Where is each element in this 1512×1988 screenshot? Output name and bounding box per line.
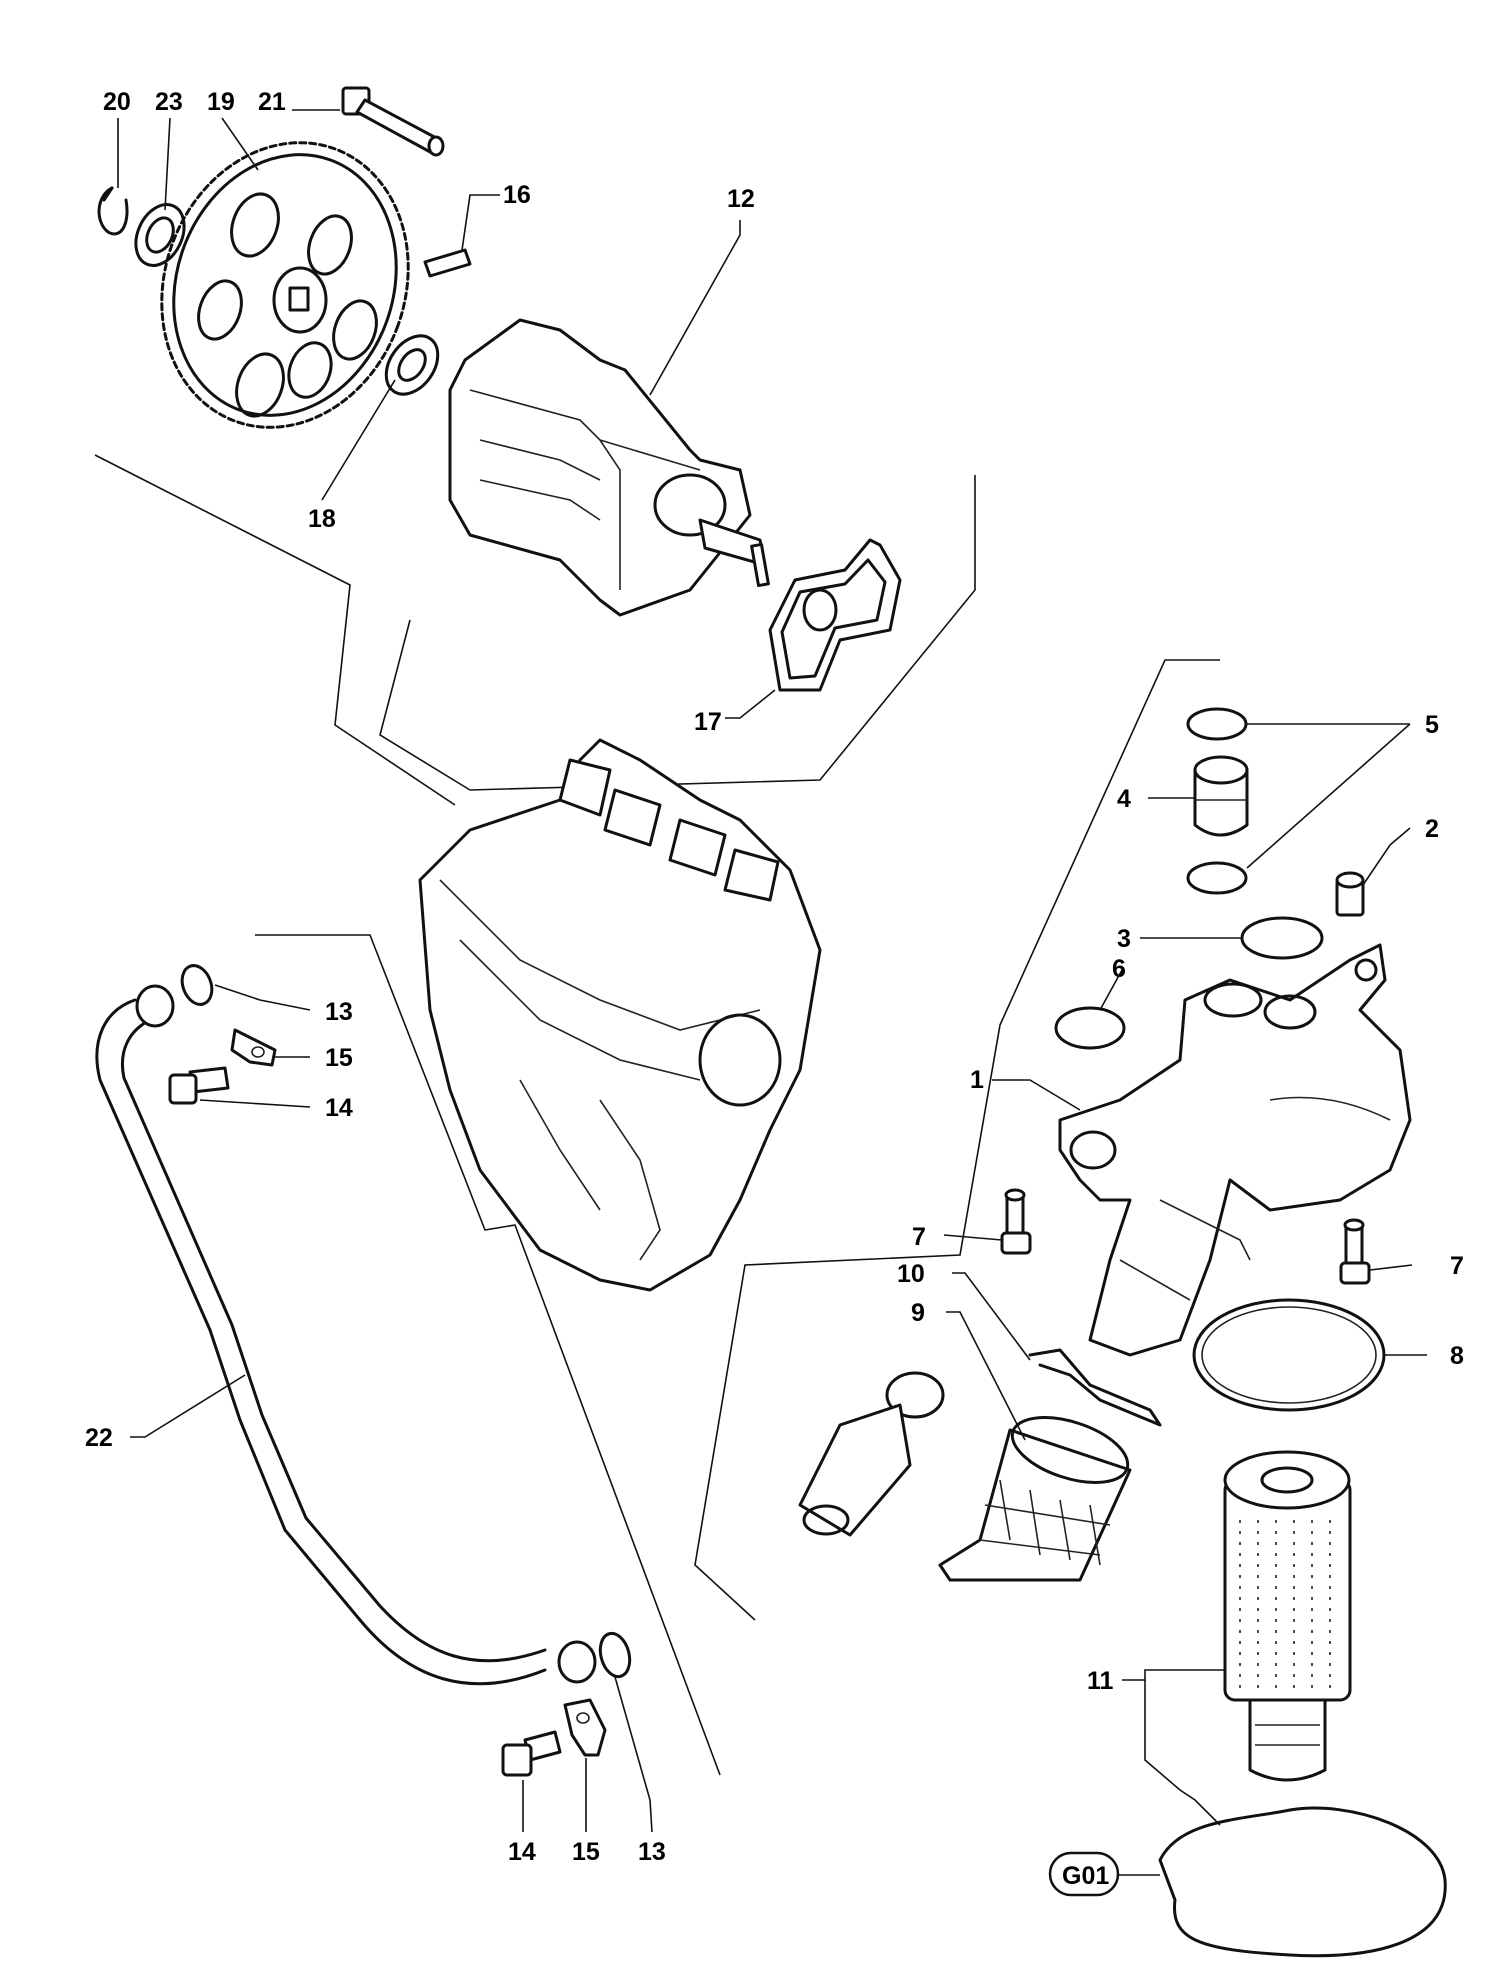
part-22-oil-pipe	[95, 984, 597, 1686]
callout-19: 19	[207, 88, 235, 116]
callout-5: 5	[1425, 711, 1439, 739]
callout-17: 17	[694, 708, 722, 736]
g01-reference-tag: G01	[1048, 1851, 1120, 1897]
leader-lines	[117, 109, 1427, 1876]
callout-3: 3	[1117, 925, 1131, 953]
callout-8: 8	[1450, 1342, 1464, 1370]
part-12-oil-pump	[448, 318, 770, 617]
part-2-bushing	[1335, 871, 1365, 917]
engine-assembly	[418, 738, 822, 1292]
callout-7-left: 7	[912, 1223, 926, 1251]
callout-14-upper: 14	[325, 1094, 353, 1122]
part-3-o-ring	[1240, 916, 1324, 960]
part-13-upper-o-ring	[180, 964, 214, 1006]
callout-16: 16	[503, 181, 531, 209]
part-6-o-ring	[1054, 1006, 1126, 1050]
part-14-lower-bolt	[501, 1730, 562, 1777]
part-8-o-ring	[1192, 1298, 1386, 1412]
callout-23: 23	[155, 88, 183, 116]
part-19-gear	[160, 141, 410, 429]
callout-15-lower: 15	[572, 1838, 600, 1866]
callout-11: 11	[1087, 1667, 1114, 1695]
callout-13-lower: 13	[638, 1838, 666, 1866]
part-9-strainer	[938, 1416, 1132, 1582]
callout-13-upper: 13	[325, 998, 353, 1026]
part-7-screw-left	[1000, 1188, 1032, 1255]
part-10-spring-clip	[1028, 1348, 1162, 1427]
callout-12: 12	[727, 185, 755, 213]
part-14-upper-bolt	[168, 1066, 230, 1105]
part-4-sleeve	[1193, 755, 1249, 837]
callout-labels: 20 23 19 21 16 12 18 17 5 4 2 3 6 1 7 7 …	[85, 88, 1464, 1866]
part-13-lower-o-ring	[598, 1631, 632, 1679]
group-boundary-lines	[94, 454, 1220, 1776]
callout-2: 2	[1425, 815, 1439, 843]
callout-9: 9	[911, 1299, 925, 1327]
part-18-washer	[384, 334, 440, 396]
callout-20: 20	[103, 88, 131, 116]
part-11-oil-filter	[1223, 1450, 1352, 1782]
part-23-washer	[134, 203, 186, 267]
part-16-pin	[423, 248, 472, 278]
part-1-filter-housing	[1058, 943, 1412, 1357]
callout-14-lower: 14	[508, 1838, 536, 1866]
g01-reference-label: G01	[1062, 1862, 1109, 1890]
g01-gasket	[1158, 1806, 1447, 1958]
part-5-o-rings	[1186, 707, 1248, 895]
part-21-bolt	[341, 86, 445, 157]
part-15-lower-bracket	[563, 1698, 607, 1757]
part-15-upper-bracket	[230, 1028, 277, 1067]
callout-6: 6	[1112, 955, 1126, 983]
callout-7-right: 7	[1450, 1252, 1464, 1280]
bypass-valve-and-seal	[798, 1371, 945, 1537]
callout-22: 22	[85, 1424, 113, 1452]
callout-1: 1	[970, 1066, 984, 1094]
part-17-gasket	[768, 538, 902, 692]
part-7-screw-right	[1339, 1218, 1371, 1285]
part-20-circlip	[97, 186, 129, 236]
callout-21: 21	[258, 88, 286, 116]
callout-10: 10	[897, 1260, 925, 1288]
callout-15-upper: 15	[325, 1044, 353, 1072]
callout-4: 4	[1117, 785, 1131, 813]
callout-18: 18	[308, 505, 336, 533]
